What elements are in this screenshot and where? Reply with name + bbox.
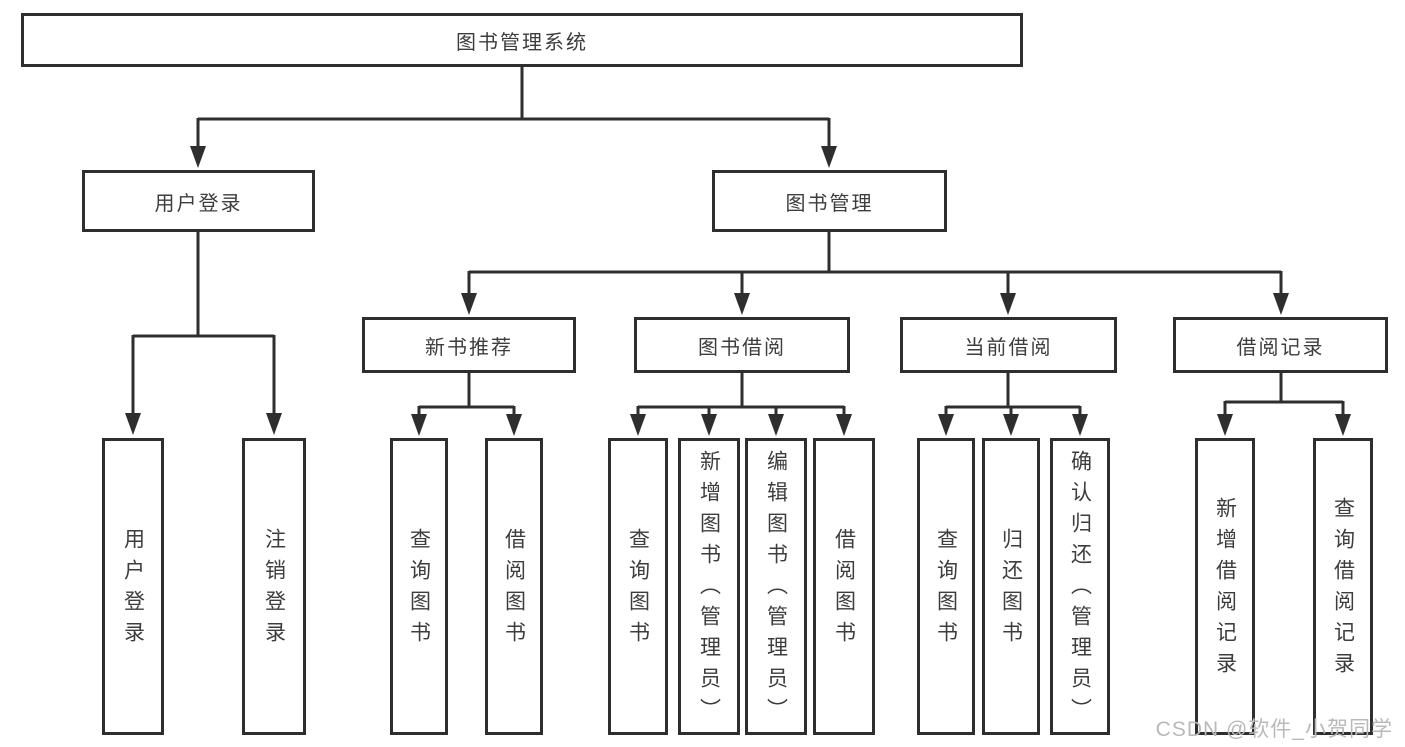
connector-current-borrow-to-leaves [944,373,1082,416]
leaf-add-books-admin: 新增图书（管理员） [678,438,740,735]
leaf-query-books-borrow: 查询图书 [608,438,668,735]
leaf-query-books-current: 查询图书 [917,438,975,735]
arrowheads-user-login-leaves [125,413,282,435]
connector-borrow-records-to-leaves [1223,373,1345,416]
node-user-login: 用户登录 [82,170,315,232]
node-book-management: 图书管理 [712,170,947,232]
node-book-borrowing: 图书借阅 [634,317,850,373]
leaf-user-login: 用户登录 [102,438,164,735]
connector-new-book-rec-to-leaves [417,373,516,416]
leaf-confirm-return-admin: 确认归还（管理员） [1050,438,1110,735]
arrowheads-level3 [461,293,1289,315]
leaf-add-borrow-record: 新增借阅记录 [1195,438,1255,735]
leaf-return-books: 归还图书 [982,438,1040,735]
csdn-watermark: CSDN @软件_小贺同学 [1155,718,1393,741]
connector-book-borrow-to-leaves [636,373,846,416]
leaf-query-borrow-record: 查询借阅记录 [1313,438,1373,735]
node-current-borrowing: 当前借阅 [900,317,1117,373]
connector-user-login-to-leaves [131,232,276,414]
node-new-book-recommendation: 新书推荐 [362,317,576,373]
arrowheads-level2 [190,146,837,168]
connector-root-to-level2 [196,67,831,148]
leaf-borrow-books-rec: 借阅图书 [485,438,543,735]
connector-book-mgmt-to-level3 [467,232,1283,295]
node-borrowing-records: 借阅记录 [1173,317,1388,373]
node-root-book-management-system: 图书管理系统 [21,13,1023,67]
leaf-query-books-rec: 查询图书 [390,438,448,735]
leaf-logout: 注销登录 [242,438,306,735]
leaf-borrow-books: 借阅图书 [813,438,875,735]
arrowheads-leaves [411,414,1351,436]
leaf-edit-books-admin: 编辑图书（管理员） [745,438,807,735]
